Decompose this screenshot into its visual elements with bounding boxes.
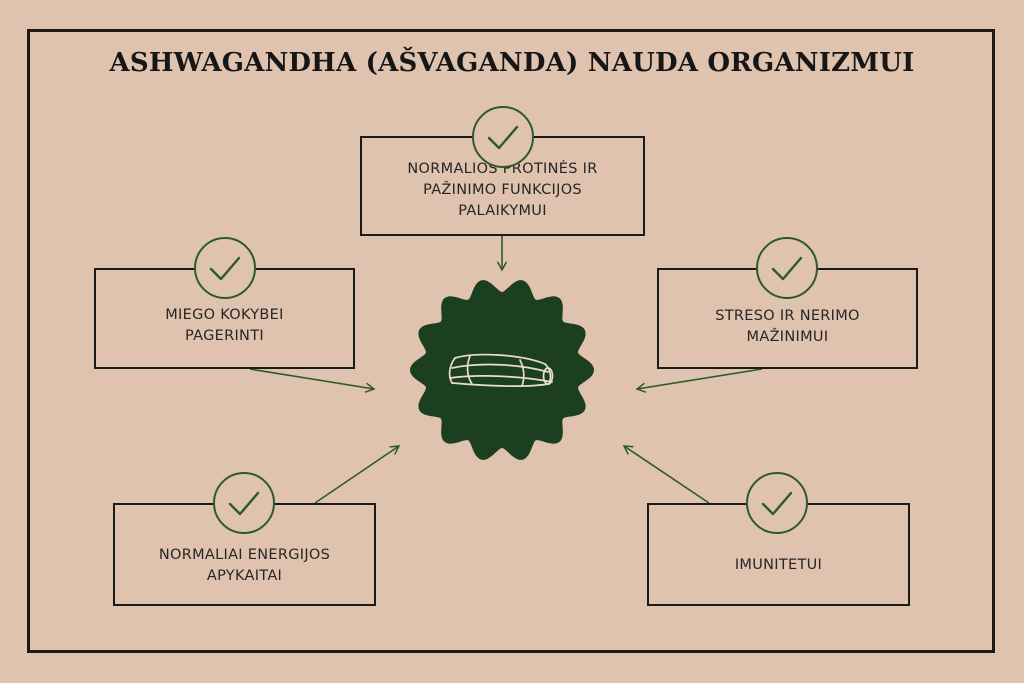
outer-frame	[27, 29, 995, 653]
check-icon	[194, 237, 256, 299]
benefit-label-energy: NORMALIAI ENERGIJOS APYKAITAI	[158, 546, 331, 584]
check-icon	[472, 106, 534, 168]
arrow-right-lower	[622, 445, 710, 504]
arrow-left-lower	[314, 445, 401, 504]
arrow-right-upper	[635, 368, 763, 393]
check-icon	[746, 472, 808, 534]
check-icon	[213, 472, 275, 534]
ashwagandha-root-icon	[448, 353, 554, 388]
diagram-title: ASHWAGANDHA (AŠVAGANDA) NAUDA ORGANIZMUI	[109, 48, 915, 78]
benefit-label-cognitive: NORMALIOS PROTINĖS IR PAŽINIMO FUNKCIJOS…	[407, 160, 598, 219]
benefit-box-sleep: MIEGO KOKYBEI PAGERINTI	[94, 268, 355, 369]
benefit-label-stress: STRESO IR NERIMO MAŽINIMUI	[715, 307, 860, 345]
center-badge	[410, 280, 594, 460]
arrow-left-upper	[249, 368, 376, 393]
check-icon	[756, 237, 818, 299]
benefit-label-immunity: IMUNITETUI	[734, 557, 823, 573]
benefit-box-cognitive: NORMALIOS PROTINĖS IR PAŽINIMO FUNKCIJOS…	[360, 136, 645, 236]
benefit-label-sleep: MIEGO KOKYBEI PAGERINTI	[165, 306, 284, 344]
